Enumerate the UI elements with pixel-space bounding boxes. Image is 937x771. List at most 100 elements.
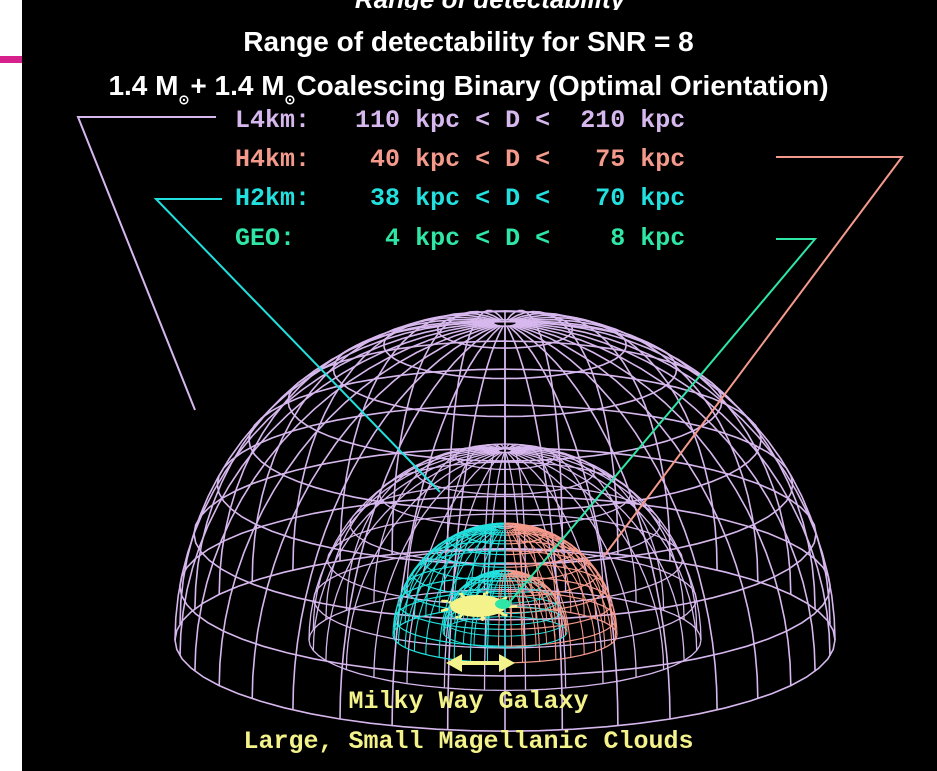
- distance-symbol: D: [505, 145, 521, 174]
- subtitle-description: Coalescing Binary (Optimal Orientation): [296, 70, 829, 101]
- mid-meridian: [373, 446, 501, 603]
- milky-way-galaxy-dots: [440, 591, 518, 621]
- less-than-sign: <: [475, 106, 491, 135]
- spacer: [625, 106, 640, 135]
- spacer: [490, 224, 505, 253]
- l4km-meridian: [514, 319, 792, 595]
- caption-magellanic-clouds: Large, Small Magellanic Clouds: [243, 727, 694, 756]
- inner-meridian: [397, 527, 495, 644]
- distance-symbol: D: [505, 184, 521, 213]
- spacer: [625, 145, 640, 174]
- range-min: 40: [355, 145, 401, 174]
- range-max: 70: [565, 184, 626, 213]
- l4km-meridian: [179, 322, 494, 656]
- range-max-unit: kpc: [640, 145, 686, 174]
- less-than-sign: <: [535, 184, 551, 213]
- spacer: [460, 145, 475, 174]
- spacer: [400, 224, 415, 253]
- l4km-meridian: [174, 322, 494, 641]
- range-max: 75: [565, 145, 626, 174]
- mid-meridian: [509, 451, 637, 678]
- l4km-meridian: [218, 323, 496, 686]
- magellanic-cloud: [495, 599, 511, 609]
- spacer: [520, 145, 535, 174]
- spacer: [400, 145, 415, 174]
- range-min: 110: [355, 106, 401, 135]
- galaxy-dot: [462, 595, 466, 598]
- geo-meridian: [442, 571, 499, 633]
- inner-meridian: [393, 526, 494, 640]
- distance-symbol: D: [505, 224, 521, 253]
- range-max-unit: kpc: [640, 184, 686, 213]
- geo-meridian: [507, 573, 537, 646]
- mid-meridian: [511, 448, 685, 620]
- galaxy-dot: [448, 600, 452, 604]
- l4km-meridian: [194, 323, 495, 672]
- geo-meridian: [506, 569, 525, 618]
- less-than-sign: <: [475, 184, 491, 213]
- spacer: [325, 106, 355, 135]
- l4km-meridian: [218, 319, 496, 595]
- l4km-meridian: [515, 323, 816, 672]
- l4km-meridian: [251, 316, 497, 582]
- spacer: [490, 184, 505, 213]
- l4km-meridian: [446, 325, 504, 730]
- mid-meridian: [406, 445, 502, 597]
- galaxy-dot: [441, 599, 444, 603]
- mid-meridian: [325, 450, 499, 661]
- spacer: [325, 224, 355, 253]
- spacer: [550, 184, 565, 213]
- inner-meridian: [404, 527, 495, 648]
- less-than-sign: <: [475, 224, 491, 253]
- spacer: [625, 184, 640, 213]
- inner-meridian: [513, 528, 585, 655]
- galaxy-dot: [445, 607, 449, 611]
- less-than-sign: <: [535, 145, 551, 174]
- detector-name: GEO:: [235, 224, 326, 253]
- mid-meridian: [505, 452, 527, 691]
- caption-milky-way: Milky Way Galaxy: [348, 687, 589, 716]
- mid-meridian: [483, 443, 505, 590]
- mid-meridian: [345, 447, 500, 611]
- spacer: [550, 106, 565, 135]
- inner-meridian: [510, 523, 557, 611]
- spacer: [400, 106, 415, 135]
- l4km-meridian: [194, 320, 495, 609]
- mid-meridian: [510, 451, 665, 670]
- geo-meridian: [510, 572, 563, 639]
- spacer: [550, 145, 565, 174]
- mid-meridian: [483, 452, 505, 691]
- geo-meridian: [508, 569, 537, 619]
- spacer: [460, 106, 475, 135]
- range-max-unit: kpc: [640, 106, 686, 135]
- galaxy-dot: [460, 593, 464, 596]
- mid-meridian: [312, 449, 499, 630]
- l4km-meridian: [512, 324, 718, 710]
- solar-mass-symbol-icon: ⊙: [178, 92, 190, 107]
- spacer: [325, 145, 355, 174]
- mid-meridian: [511, 449, 698, 630]
- geo-meridian: [509, 570, 547, 621]
- mid-meridian: [345, 451, 500, 670]
- detector-row-l4km: L4km: 110 kpc < D < 210 kpc: [235, 106, 685, 136]
- arrow-left-head-icon: [446, 654, 462, 672]
- l4km-meridian: [292, 314, 498, 571]
- galaxy-dot: [460, 613, 463, 617]
- galaxy-dot: [480, 615, 484, 619]
- geo-meridian: [505, 569, 512, 617]
- inner-meridian: [392, 526, 494, 636]
- figure-panel: [22, 0, 937, 771]
- spacer: [625, 224, 640, 253]
- galaxy-dot: [445, 599, 449, 603]
- geo-meridian: [509, 572, 547, 644]
- cut-off-header: Range of detectability: [230, 0, 750, 10]
- subtitle-mass-1: 1.4 M: [108, 70, 179, 101]
- h2km-leader-line: [153, 198, 441, 493]
- range-max: 210: [565, 106, 626, 135]
- mid-meridian: [373, 451, 501, 678]
- inner-meridian: [508, 522, 541, 609]
- inner-meridian: [413, 528, 496, 652]
- h2km-range-wireframe: [308, 443, 702, 692]
- mid-meridian: [406, 451, 502, 684]
- mid-meridian: [511, 450, 698, 651]
